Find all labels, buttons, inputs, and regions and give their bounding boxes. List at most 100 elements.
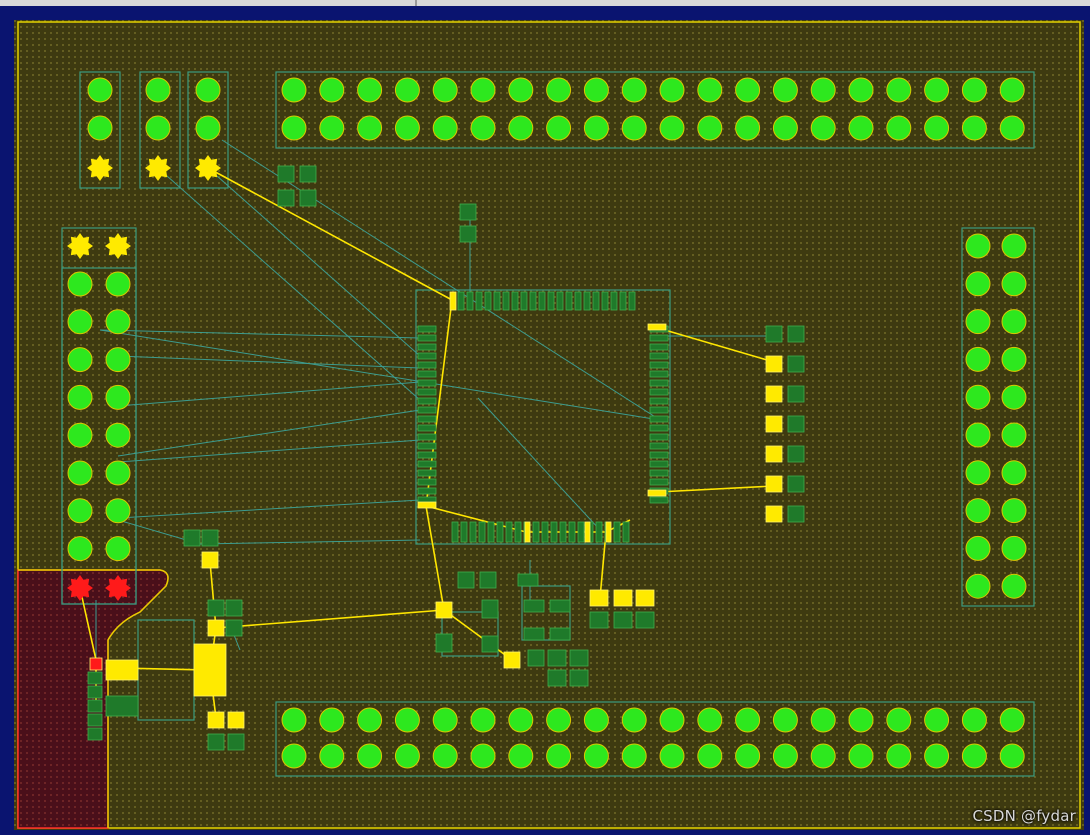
mcu-left-pad[interactable] [417, 460, 437, 468]
pin1-pad[interactable] [145, 155, 171, 181]
mcu-top-pad[interactable] [475, 291, 483, 311]
crystal-pad[interactable] [523, 599, 545, 613]
through-hole-pad[interactable] [1001, 271, 1027, 297]
mcu-left-pad[interactable] [417, 424, 437, 432]
through-hole-pad[interactable] [965, 384, 991, 410]
through-hole-pad[interactable] [697, 77, 723, 103]
capacitor-pad[interactable] [207, 711, 225, 729]
through-hole-pad[interactable] [1001, 535, 1027, 561]
capacitor-pad[interactable] [479, 571, 497, 589]
through-hole-pad[interactable] [772, 77, 798, 103]
through-hole-pad[interactable] [961, 743, 987, 769]
through-hole-pad[interactable] [546, 743, 572, 769]
through-hole-pad[interactable] [659, 743, 685, 769]
through-hole-pad[interactable] [810, 115, 836, 141]
mcu-top-pad[interactable] [628, 291, 636, 311]
capacitor-pad[interactable] [435, 601, 453, 619]
through-hole-pad[interactable] [357, 743, 383, 769]
mcu-left-pad[interactable] [417, 397, 437, 405]
resistor-pad[interactable] [787, 385, 805, 403]
through-hole-pad[interactable] [470, 707, 496, 733]
through-hole-pad[interactable] [319, 115, 345, 141]
capacitor-pad[interactable] [547, 649, 567, 667]
mcu-top-pad[interactable] [493, 291, 501, 311]
capacitor-pad[interactable] [227, 711, 245, 729]
led-pad[interactable] [613, 611, 633, 629]
mcu-top-pad[interactable] [583, 291, 591, 311]
mcu-pin-highlight[interactable] [417, 501, 437, 509]
through-hole-pad[interactable] [810, 743, 836, 769]
through-hole-pad[interactable] [67, 460, 93, 486]
regulator-pin-pad[interactable] [105, 695, 139, 717]
resistor-pad[interactable] [787, 445, 805, 463]
mcu-right-pad[interactable] [649, 406, 669, 414]
capacitor-pad[interactable] [569, 649, 589, 667]
through-hole-pad[interactable] [394, 115, 420, 141]
through-hole-pad[interactable] [621, 77, 647, 103]
crystal-pad[interactable] [549, 599, 571, 613]
mcu-top-pad[interactable] [538, 291, 546, 311]
through-hole-pad[interactable] [470, 115, 496, 141]
regulator-pin-pad[interactable] [105, 659, 139, 681]
led-pad[interactable] [589, 589, 609, 607]
through-hole-pad[interactable] [432, 115, 458, 141]
through-hole-pad[interactable] [924, 707, 950, 733]
mcu-right-pad[interactable] [649, 388, 669, 396]
through-hole-pad[interactable] [67, 309, 93, 335]
mcu-bottom-pad[interactable] [550, 521, 558, 543]
mcu-left-pad[interactable] [417, 406, 437, 414]
through-hole-pad[interactable] [583, 707, 609, 733]
mcu-right-pad[interactable] [649, 352, 669, 360]
through-hole-pad[interactable] [848, 115, 874, 141]
through-hole-pad[interactable] [105, 309, 131, 335]
through-hole-pad[interactable] [697, 115, 723, 141]
capacitor-pad[interactable] [459, 203, 477, 221]
mcu-right-pad[interactable] [649, 496, 669, 504]
mcu-bottom-pad[interactable] [568, 521, 576, 543]
mcu-right-pad[interactable] [649, 397, 669, 405]
mcu-bottom-pad[interactable] [487, 521, 495, 543]
pour-pad[interactable] [89, 657, 103, 671]
led-pad[interactable] [589, 611, 609, 629]
capacitor-pad[interactable] [201, 529, 219, 547]
through-hole-pad[interactable] [965, 535, 991, 561]
through-hole-pad[interactable] [886, 115, 912, 141]
mcu-bottom-pad[interactable] [622, 521, 630, 543]
through-hole-pad[interactable] [735, 707, 761, 733]
capacitor-pad[interactable] [207, 599, 225, 617]
through-hole-pad[interactable] [281, 115, 307, 141]
through-hole-pad[interactable] [886, 743, 912, 769]
capacitor-pad[interactable] [207, 619, 225, 637]
through-hole-pad[interactable] [546, 707, 572, 733]
through-hole-pad[interactable] [1001, 384, 1027, 410]
capacitor-pad[interactable] [569, 669, 589, 687]
through-hole-pad[interactable] [965, 309, 991, 335]
mcu-right-pad[interactable] [649, 343, 669, 351]
capacitor-pad[interactable] [225, 619, 243, 637]
mcu-left-pad[interactable] [417, 415, 437, 423]
through-hole-pad[interactable] [319, 743, 345, 769]
mcu-top-pad[interactable] [484, 291, 492, 311]
capacitor-pad[interactable] [459, 225, 477, 243]
through-hole-pad[interactable] [508, 115, 534, 141]
pour-via-pad[interactable] [87, 685, 103, 699]
through-hole-pad[interactable] [105, 271, 131, 297]
capacitor-pad[interactable] [227, 733, 245, 751]
through-hole-pad[interactable] [319, 77, 345, 103]
resistor-pad[interactable] [787, 325, 805, 343]
mcu-left-pad[interactable] [417, 433, 437, 441]
through-hole-pad[interactable] [432, 743, 458, 769]
through-hole-pad[interactable] [659, 115, 685, 141]
capacitor-pad[interactable] [183, 529, 201, 547]
through-hole-pad[interactable] [281, 707, 307, 733]
pin1-pad[interactable] [195, 155, 221, 181]
through-hole-pad[interactable] [67, 422, 93, 448]
mcu-left-pad[interactable] [417, 325, 437, 333]
mcu-bottom-pad[interactable] [505, 521, 513, 543]
through-hole-pad[interactable] [999, 115, 1025, 141]
through-hole-pad[interactable] [965, 233, 991, 259]
through-hole-pad[interactable] [999, 707, 1025, 733]
through-hole-pad[interactable] [1001, 498, 1027, 524]
mcu-bottom-pad[interactable] [451, 521, 459, 543]
through-hole-pad[interactable] [470, 77, 496, 103]
